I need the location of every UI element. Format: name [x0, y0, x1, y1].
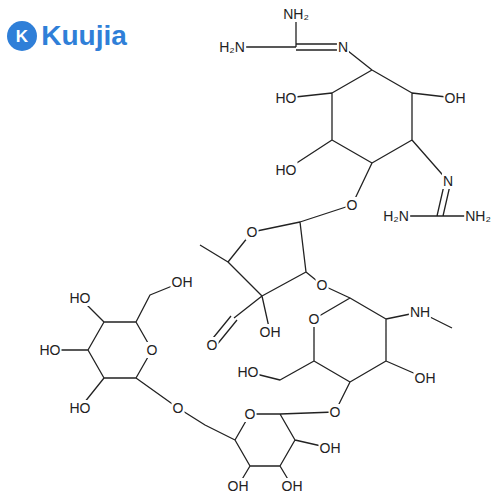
atom-label: OH — [414, 370, 437, 386]
atom-label: OH — [227, 478, 250, 494]
atom-label: NH₂ — [464, 208, 492, 224]
atom-label: HO — [69, 400, 92, 416]
atom-label: H₂N — [218, 39, 246, 55]
atom-label: O — [206, 337, 219, 353]
atom-label: OH — [319, 440, 342, 456]
atom-label: HO — [237, 364, 260, 380]
atom-label: HO — [275, 90, 298, 106]
atom-label: HO — [39, 342, 62, 358]
logo-icon — [7, 21, 37, 51]
atom-label: H₂N — [382, 208, 410, 224]
atom-label: O — [329, 404, 342, 420]
atom-label: O — [346, 197, 359, 213]
bond-lines — [50, 14, 478, 486]
atom-label: OH — [259, 324, 282, 340]
atom-label: NH₂ — [282, 6, 310, 22]
logo-letter: K — [15, 27, 29, 46]
atom-label: HO — [275, 162, 298, 178]
atom-label: O — [308, 311, 321, 327]
atom-label: HO — [69, 290, 92, 306]
atom-label: O — [244, 406, 257, 422]
atom-label: NH — [409, 304, 431, 320]
atom-label: O — [246, 224, 259, 240]
atom-label: OH — [444, 90, 467, 106]
atom-label: N — [337, 39, 349, 55]
atom-label: OH — [171, 274, 194, 290]
atom-label: OH — [281, 478, 304, 494]
atom-label: O — [316, 277, 329, 293]
atom-label: O — [146, 342, 159, 358]
atom-label: N — [442, 173, 454, 189]
logo-wordmark: Kuujia — [40, 21, 128, 51]
atom-label: O — [172, 400, 185, 416]
